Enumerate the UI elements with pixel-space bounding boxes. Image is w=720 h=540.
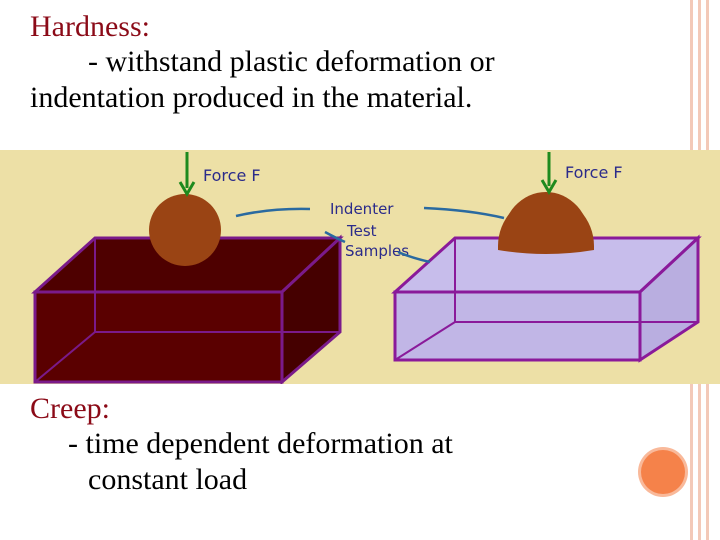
left-indenter-ball [149, 194, 221, 266]
indenter-leader-right [423, 206, 505, 220]
hardness-section: Hardness: - withstand plastic deformatio… [30, 10, 495, 116]
hardness-line-2: indentation produced in the material. [30, 81, 473, 114]
left-force-arrow-icon [178, 152, 196, 197]
sample-leader-left [324, 230, 346, 244]
right-force-arrow-icon [540, 152, 558, 195]
accent-circle [641, 450, 685, 494]
right-test-sample [391, 234, 702, 363]
creep-section: Creep: - time dependent deformation at c… [30, 392, 453, 498]
force-label-right: Force F [565, 163, 623, 182]
hardness-indentation-diagram: Force F Force F Indenter Test Samples [0, 150, 720, 384]
test-label: Test [346, 222, 377, 240]
force-label-left: Force F [203, 166, 261, 185]
creep-line-1: - time dependent deformation at [68, 427, 453, 460]
hardness-heading: Hardness: [30, 10, 150, 43]
hardness-line-1: - withstand plastic deformation or [88, 45, 495, 78]
indenter-leader-left [235, 207, 311, 218]
sample-leader-right [397, 250, 431, 264]
creep-heading: Creep: [30, 392, 110, 425]
indenter-label: Indenter [330, 200, 394, 218]
creep-line-2: constant load [88, 463, 248, 496]
samples-label: Samples [345, 242, 409, 260]
right-indenter-ball [502, 192, 590, 246]
